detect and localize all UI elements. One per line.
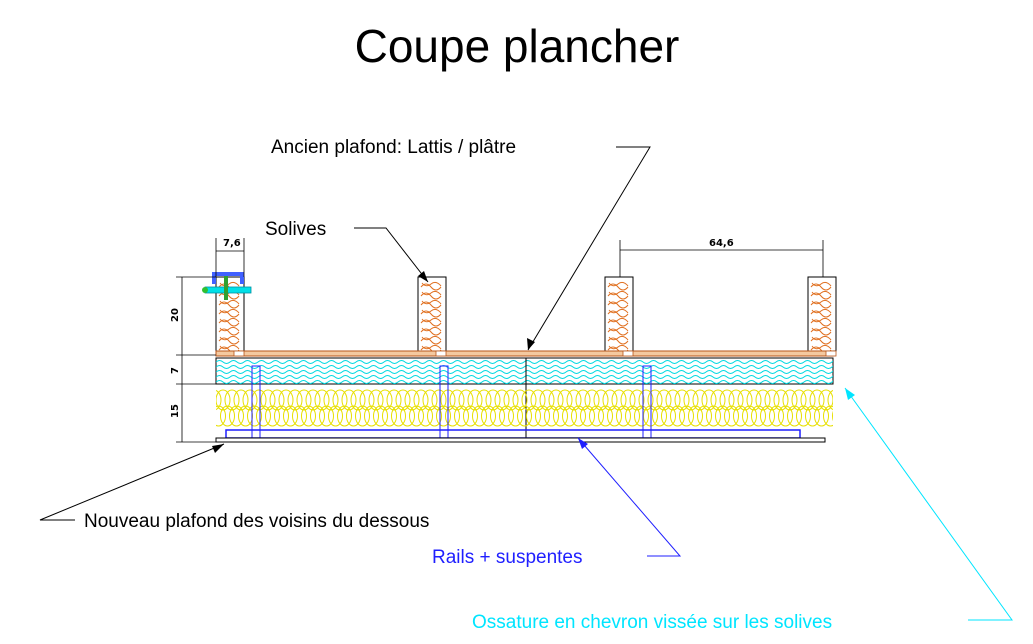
leader-rails bbox=[577, 437, 682, 557]
label-ancien-plafond: Ancien plafond: Lattis / plâtre bbox=[271, 137, 516, 158]
label-rails-suspentes: Rails + suspentes bbox=[432, 547, 583, 568]
joist-clamp-icon bbox=[202, 272, 252, 300]
dimension-batten-height-label: 7 bbox=[170, 367, 181, 374]
joists bbox=[215, 276, 837, 354]
rail bbox=[225, 429, 801, 439]
batten-hatch bbox=[216, 360, 833, 384]
leader-nouveau-plafond bbox=[39, 443, 225, 521]
leader-solives bbox=[354, 227, 429, 283]
dimension-insulation-height-label: 15 bbox=[170, 404, 181, 418]
new-ceiling-board bbox=[215, 437, 826, 443]
joist bbox=[807, 276, 837, 354]
label-solives: Solives bbox=[265, 219, 326, 240]
dimension-joist-height-label: 20 bbox=[170, 308, 181, 322]
insulation-layer bbox=[216, 389, 833, 427]
joist bbox=[417, 276, 447, 354]
old-ceiling-lath bbox=[215, 350, 834, 357]
dimension-joist-spacing-label: 64,6 bbox=[709, 238, 734, 249]
drawing-title: Coupe plancher bbox=[355, 20, 680, 72]
joist bbox=[604, 276, 634, 354]
lath-gaps bbox=[233, 350, 837, 357]
dimension-joist-width: 7,6 bbox=[215, 238, 245, 277]
dimension-joist-spacing: 64,6 bbox=[619, 238, 824, 277]
dimension-vertical: 20 7 15 bbox=[170, 276, 216, 443]
label-nouveau-plafond: Nouveau plafond des voisins du dessous bbox=[84, 511, 429, 532]
leader-ancien-plafond bbox=[527, 146, 651, 351]
label-ossature: Ossature en chevron vissée sur les soliv… bbox=[472, 612, 832, 633]
leader-ossature bbox=[844, 387, 1013, 621]
dimension-joist-width-label: 7,6 bbox=[223, 238, 241, 249]
